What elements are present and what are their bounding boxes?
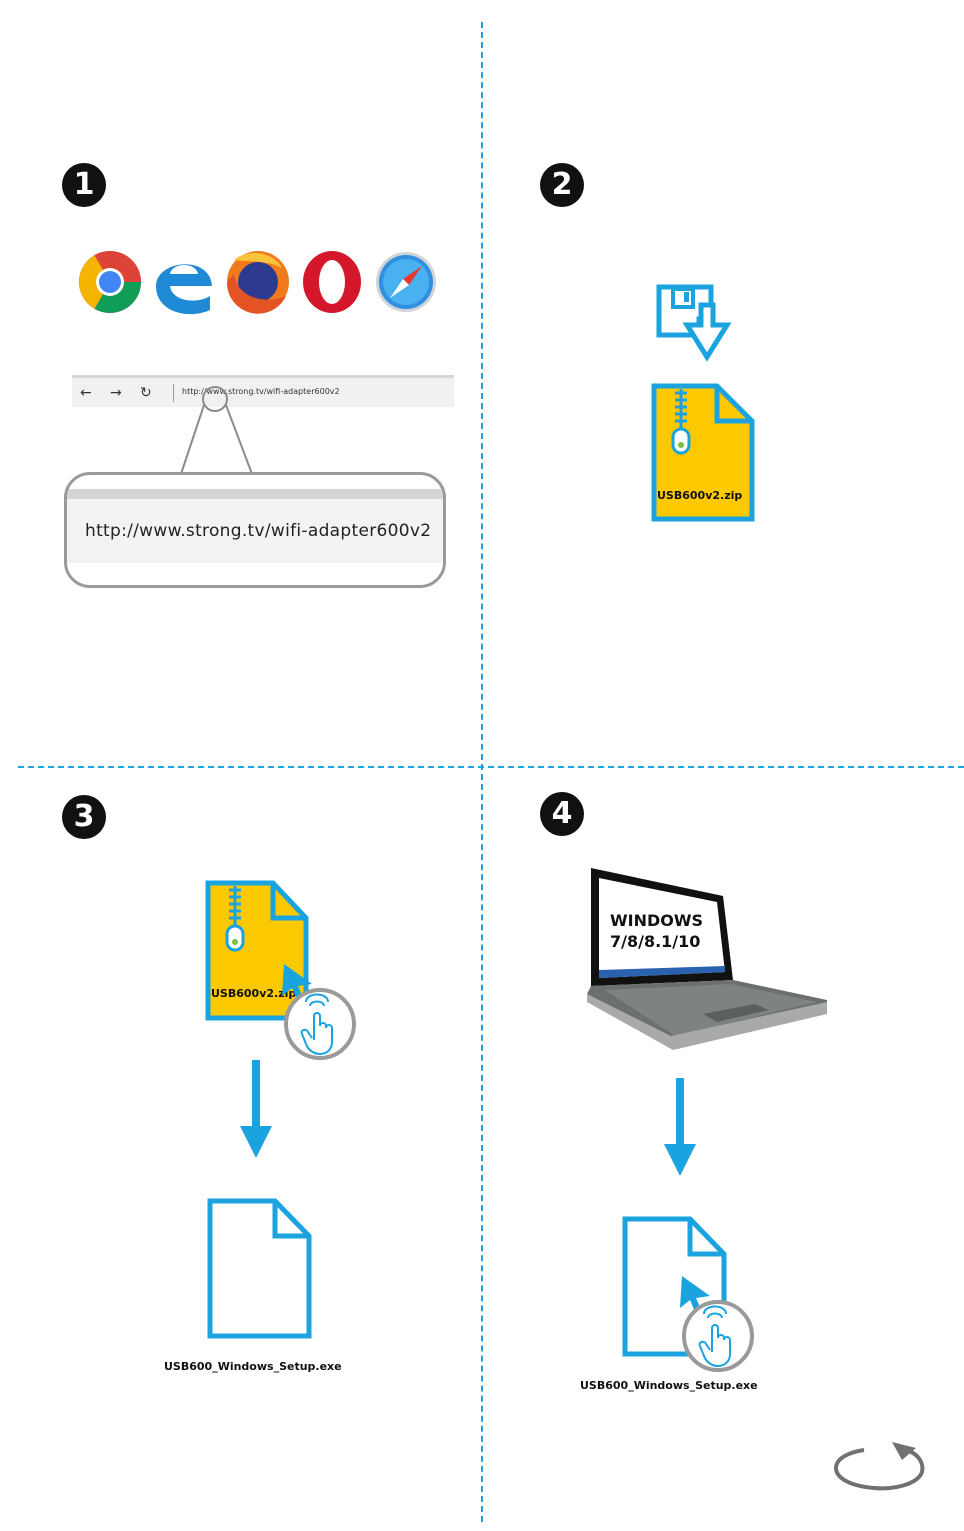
firefox-icon [227, 251, 289, 314]
setup-file-name-step4: USB600_Windows_Setup.exe [580, 1379, 758, 1392]
vertical-divider [481, 22, 483, 1522]
double-click-cursor-icon-step4 [668, 1270, 763, 1375]
zoomed-url-text[interactable]: http://www.strong.tv/wifi-adapter600v2 [85, 521, 431, 541]
horizontal-divider [18, 766, 964, 768]
zip-file-icon [651, 383, 756, 523]
zoom-bar-top [67, 489, 443, 499]
down-arrow-step3 [238, 1060, 274, 1160]
opera-icon [303, 251, 361, 313]
step-4-badge: 4 [540, 792, 584, 836]
chrome-icon [79, 251, 141, 313]
laptop-screen-line1: WINDOWS [610, 911, 703, 931]
zip-file-name: USB600v2.zip [657, 489, 742, 502]
browser-icons [76, 248, 446, 316]
laptop-screen-line2: 7/8/8.1/10 [610, 932, 700, 952]
setup-file-name-step3: USB600_Windows_Setup.exe [164, 1360, 342, 1373]
turn-page-icon [832, 1440, 928, 1492]
laptop-icon [585, 864, 831, 1050]
edge-icon [156, 264, 212, 314]
step-3-badge: 3 [62, 795, 106, 839]
forward-arrow-icon[interactable]: → [110, 385, 122, 401]
safari-icon [376, 252, 436, 312]
zoomed-address-bar: http://www.strong.tv/wifi-adapter600v2 [64, 472, 446, 588]
double-click-cursor-icon [270, 958, 365, 1063]
down-arrow-step4 [662, 1078, 698, 1178]
back-arrow-icon[interactable]: ← [80, 385, 92, 401]
download-save-icon [655, 283, 735, 363]
magnifier-callout [172, 382, 262, 477]
reload-icon[interactable]: ↻ [140, 385, 152, 401]
setup-file-icon-step3 [207, 1198, 313, 1340]
step-1-badge: 1 [62, 163, 106, 207]
step-2-badge: 2 [540, 163, 584, 207]
browser-address-bar: ← → ↻ http://www.strong.tv/wifi-adapter6… [72, 375, 454, 407]
